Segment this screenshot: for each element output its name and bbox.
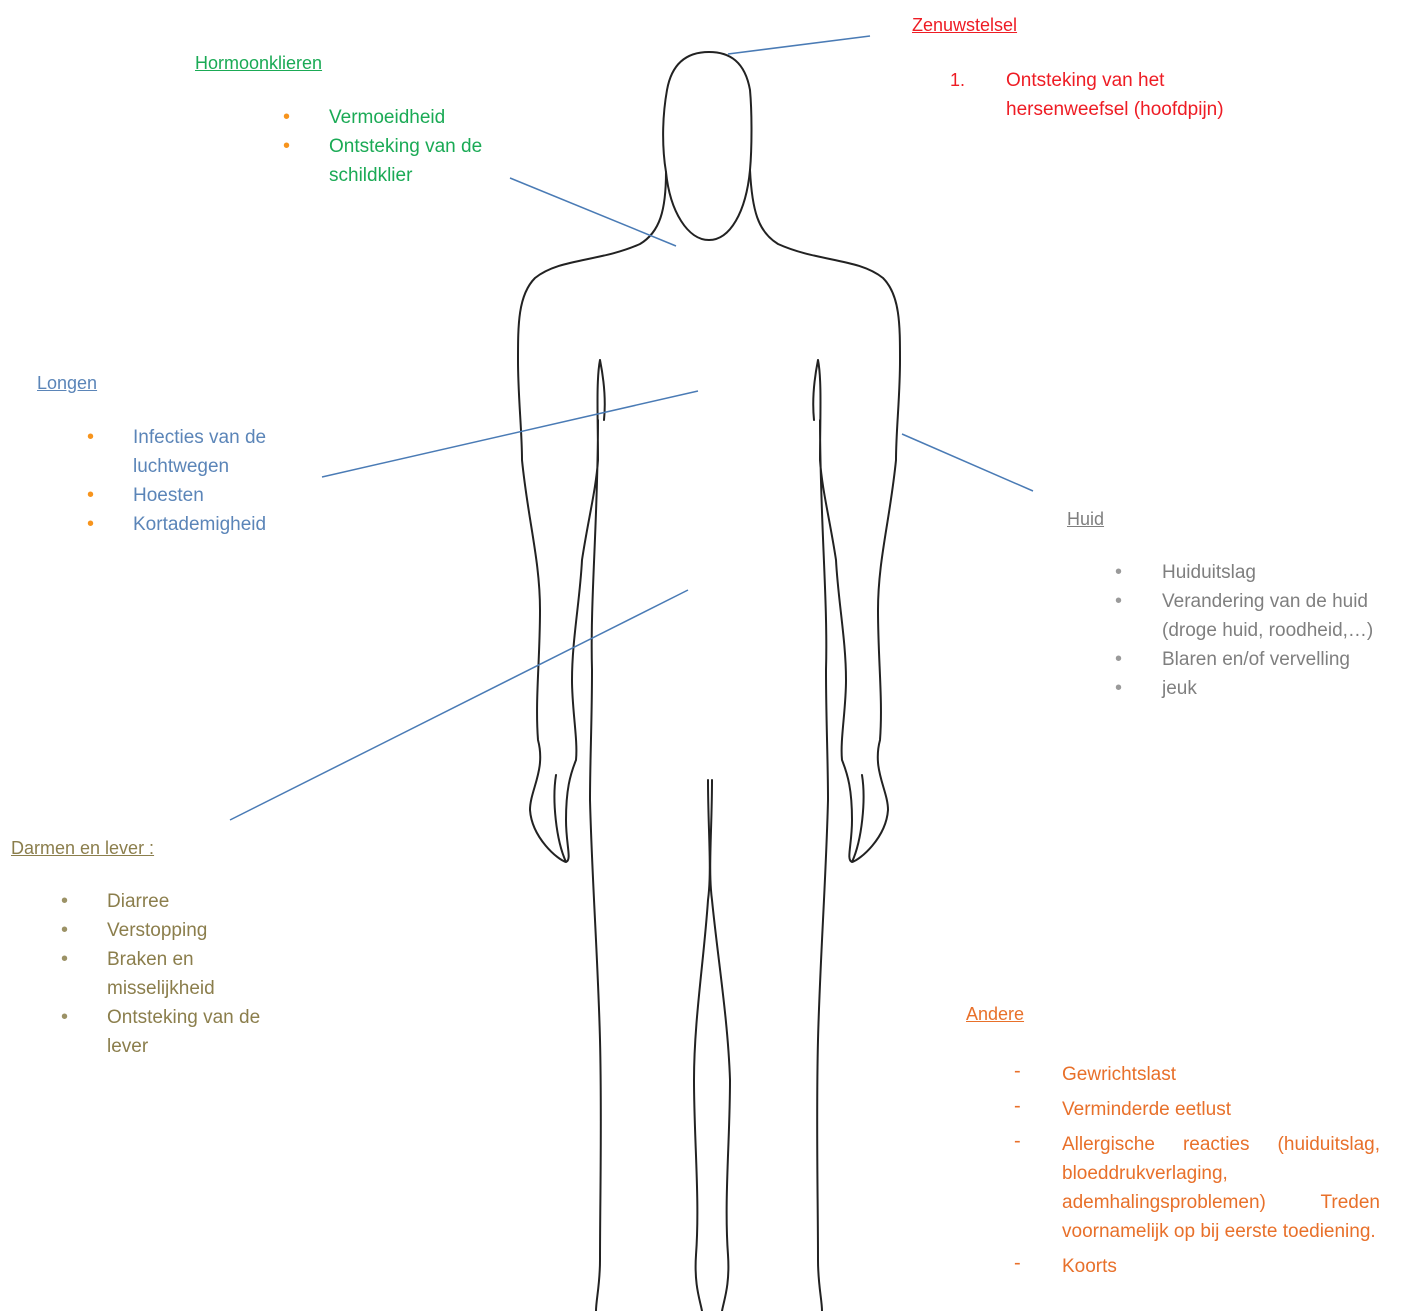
list-item: - Koorts	[1014, 1252, 1380, 1281]
list-item: - Allergische reacties (huiduitslag, blo…	[1014, 1130, 1380, 1246]
bullet-icon: •	[61, 916, 68, 945]
list-item-text: Infecties van de luchtwegen	[133, 423, 287, 481]
section-title-skin: Huid	[1067, 505, 1104, 534]
list-item: • Diarree	[61, 887, 291, 916]
list-item-text: Kortademigheid	[133, 510, 287, 539]
list-item-text: Gewrichtslast	[1062, 1060, 1380, 1089]
list-item-text: Allergische reacties (huiduitslag, bloed…	[1062, 1130, 1380, 1246]
list-item-text: Blaren en/of vervelling	[1162, 645, 1415, 674]
pointer-line-gut	[230, 590, 688, 820]
section-title-nervous-system: Zenuwstelsel	[912, 11, 1017, 40]
dash-marker: -	[1014, 1127, 1021, 1156]
list-item-text: jeuk	[1162, 674, 1415, 703]
list-item-text: Koorts	[1062, 1252, 1380, 1281]
bullet-icon: •	[283, 103, 290, 132]
bullet-icon: •	[87, 423, 94, 452]
section-title-intestines-liver: Darmen en lever :	[11, 834, 154, 863]
list-item: • Blaren en/of vervelling	[1115, 645, 1415, 674]
list-item: • Huiduitslag	[1115, 558, 1415, 587]
list-item-text: Verminderde eetlust	[1062, 1095, 1380, 1124]
bullet-icon: •	[1115, 674, 1122, 703]
pointer-line-skin	[902, 434, 1033, 491]
list-item: • Ontsteking van de schildklier	[283, 132, 493, 190]
list-hormone-glands: • Vermoeidheid • Ontsteking van de schil…	[283, 103, 493, 190]
bullet-icon: •	[283, 132, 290, 161]
list-item-text: Braken en misselijkheid	[107, 945, 235, 1003]
bullet-icon: •	[61, 945, 68, 974]
list-item-text: Ontsteking van de lever	[107, 1003, 287, 1061]
bullet-icon: •	[1115, 587, 1122, 616]
list-item-text: Verandering van de huid (droge huid, roo…	[1162, 587, 1415, 645]
list-item: • Infecties van de luchtwegen	[87, 423, 287, 481]
list-lungs: • Infecties van de luchtwegen • Hoesten …	[87, 423, 287, 539]
list-item-text: Huiduitslag	[1162, 558, 1415, 587]
bullet-icon: •	[1115, 645, 1122, 674]
dash-marker: -	[1014, 1057, 1021, 1086]
list-item: • Braken en misselijkheid	[61, 945, 235, 1003]
list-item: • Verstopping	[61, 916, 291, 945]
list-item: - Gewrichtslast	[1014, 1060, 1380, 1089]
list-skin: • Huiduitslag • Verandering van de huid …	[1115, 558, 1415, 703]
list-item-text: Verstopping	[107, 916, 291, 945]
bullet-icon: •	[87, 481, 94, 510]
list-item: • Hoesten	[87, 481, 287, 510]
section-title-hormone-glands: Hormoonklieren	[195, 49, 322, 78]
bullet-icon: •	[61, 1003, 68, 1032]
list-item: - Verminderde eetlust	[1014, 1095, 1380, 1124]
list-item-text: Diarree	[107, 887, 291, 916]
pointer-line-lungs	[322, 391, 698, 477]
list-item-text: Ontsteking van het hersenweefsel (hoofdp…	[1006, 66, 1240, 124]
bullet-icon: •	[1115, 558, 1122, 587]
dash-marker: -	[1014, 1249, 1021, 1278]
bullet-icon: •	[87, 510, 94, 539]
list-marker: 1.	[950, 66, 965, 95]
section-title-other: Andere	[966, 1000, 1024, 1029]
section-title-lungs: Longen	[37, 369, 97, 398]
list-item-text: Ontsteking van de schildklier	[329, 132, 493, 190]
list-item-text: Vermoeidheid	[329, 103, 493, 132]
list-item: 1. Ontsteking van het hersenweefsel (hoo…	[950, 66, 1240, 124]
list-item-text: Hoesten	[133, 481, 287, 510]
list-item: • jeuk	[1115, 674, 1415, 703]
list-other: - Gewrichtslast - Verminderde eetlust - …	[1014, 1060, 1380, 1281]
list-nervous-system: 1. Ontsteking van het hersenweefsel (hoo…	[950, 66, 1240, 124]
list-item: • Kortademigheid	[87, 510, 287, 539]
list-item: • Verandering van de huid (droge huid, r…	[1115, 587, 1415, 645]
bullet-icon: •	[61, 887, 68, 916]
pointer-line-hormone	[510, 178, 676, 246]
list-item: • Ontsteking van de lever	[61, 1003, 287, 1061]
dash-marker: -	[1014, 1092, 1021, 1121]
pointer-line-nervous	[728, 36, 870, 54]
list-intestines-liver: • Diarree • Verstopping • Braken en miss…	[61, 887, 291, 1061]
list-item: • Vermoeidheid	[283, 103, 493, 132]
body-outline-torso	[518, 170, 900, 1311]
body-outline	[663, 52, 751, 240]
